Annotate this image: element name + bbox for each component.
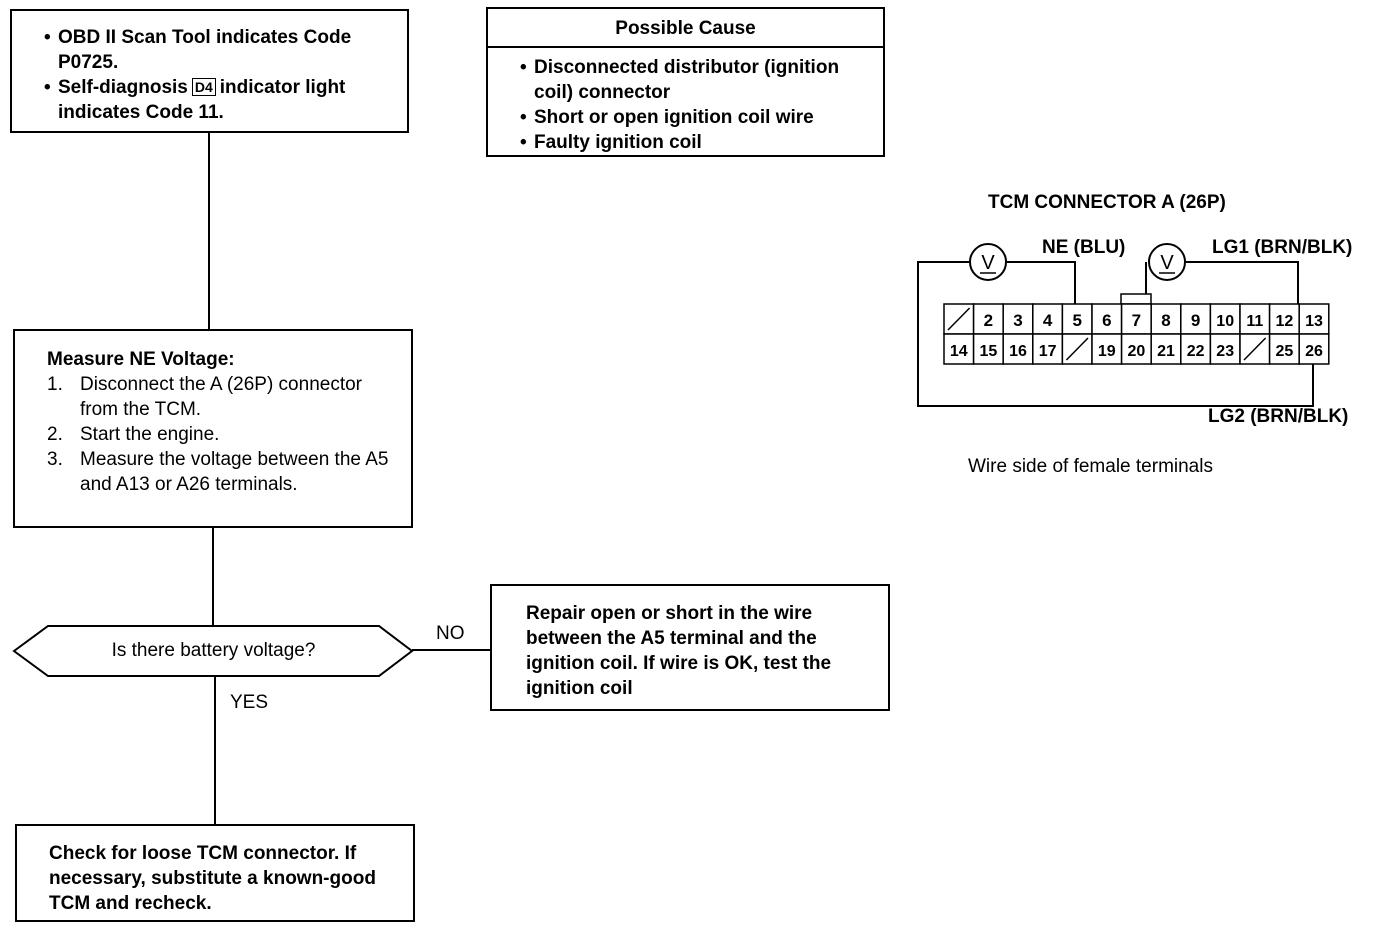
wire-lg1	[1186, 261, 1299, 304]
measure-title: Measure NE Voltage:	[47, 349, 235, 370]
connector-pin-number: 6	[1102, 311, 1111, 330]
measure-step-number: 3.	[47, 449, 63, 470]
unused-pin-slash	[947, 307, 971, 331]
connector-pin-cell: 13	[1298, 303, 1330, 335]
measure-step-text: Disconnect the A (26P) connector from th…	[80, 374, 362, 420]
connector-pin-number: 10	[1216, 313, 1234, 330]
connector-caption: Wire side of female terminals	[968, 456, 1213, 477]
connector-pin-cell: 17	[1032, 333, 1064, 365]
measure-step: 1. Disconnect the A (26P) connector from …	[47, 372, 391, 422]
possible-cause-list: Disconnected distributor (ignition coil)…	[488, 48, 883, 155]
connector-pin-number: 5	[1072, 311, 1081, 330]
connector-pin-number: 13	[1305, 313, 1323, 330]
possible-cause-title: Possible Cause	[488, 9, 883, 48]
connector-pin-cell: 21	[1150, 333, 1182, 365]
connector-pin-number: 2	[984, 311, 993, 330]
connector-pin-cell: 10	[1209, 303, 1241, 335]
connector-pin-cell: 2	[972, 303, 1004, 335]
possible-cause-item: Disconnected distributor (ignition coil)…	[518, 55, 871, 105]
connector-pin-cell: 25	[1268, 333, 1300, 365]
connector-pin-number: 19	[1098, 343, 1116, 360]
measure-ne-voltage-box: Measure NE Voltage: 1. Disconnect the A (…	[13, 329, 413, 528]
yes-label: YES	[230, 692, 269, 713]
connector-pin-number: 21	[1157, 343, 1175, 360]
start-condition-scan-tool: OBD II Scan Tool indicates Code P0725.	[42, 25, 393, 75]
connector-pin-number: 26	[1305, 343, 1323, 360]
connector-pin-cell: 16	[1002, 333, 1034, 365]
connector-pin-number: 16	[1009, 343, 1027, 360]
connector-pin-cell: 23	[1209, 333, 1241, 365]
unused-pin-slash	[1065, 337, 1089, 361]
connector-pin-number: 17	[1039, 343, 1057, 360]
wire-ne	[1007, 261, 1076, 304]
no-label: NO	[436, 623, 465, 644]
connector-pin-number: 8	[1161, 311, 1170, 330]
lg2-wire-label: LG2 (BRN/BLK)	[1208, 406, 1349, 427]
connector-pin-cell: 15	[972, 333, 1004, 365]
decision-diamond	[12, 625, 414, 677]
wire-lg2-loop	[917, 261, 1314, 407]
d4-indicator-icon: D4	[191, 78, 216, 96]
start-condition-box: OBD II Scan Tool indicates Code P0725. S…	[10, 9, 409, 133]
svg-text:V: V	[981, 252, 995, 274]
possible-cause-item: Short or open ignition coil wire	[518, 105, 871, 130]
connector-pin-number: 23	[1216, 343, 1234, 360]
connector-pin-cell	[1239, 333, 1271, 365]
voltmeter-2-icon: V	[1148, 243, 1186, 281]
connector-pin-number: 9	[1191, 311, 1200, 330]
connector-pin-number: 22	[1187, 343, 1205, 360]
connector-pin-cell: 7	[1120, 303, 1152, 335]
possible-cause-box: Possible Cause Disconnected distributor …	[486, 7, 885, 157]
measure-steps-list: 1. Disconnect the A (26P) connector from …	[47, 372, 391, 497]
measure-step-number: 1.	[47, 374, 63, 395]
measure-step-text: Start the engine.	[80, 424, 220, 445]
measure-step: 2. Start the engine.	[47, 422, 391, 447]
connector-pin-number: 15	[980, 343, 998, 360]
connector-pin-cell: 6	[1091, 303, 1123, 335]
connector-pin-cell: 5	[1061, 303, 1093, 335]
svg-text:V: V	[1160, 252, 1174, 274]
possible-cause-item: Faulty ignition coil	[518, 130, 871, 155]
connector-pin-cell: 22	[1180, 333, 1212, 365]
connector-pin-number: 7	[1132, 311, 1141, 330]
connector-title: TCM CONNECTOR A (26P)	[988, 192, 1226, 213]
connector-pin-number: 4	[1043, 311, 1053, 330]
connector-lock-tab	[1120, 293, 1152, 305]
connector-pin-cell: 3	[1002, 303, 1034, 335]
ne-wire-label: NE (BLU)	[1042, 237, 1126, 258]
connector-pin-cell: 8	[1150, 303, 1182, 335]
connector-pin-cell: 26	[1298, 333, 1330, 365]
connector-pin-cell: 12	[1268, 303, 1300, 335]
connector-pin-cell: 20	[1120, 333, 1152, 365]
measure-step: 3. Measure the voltage between the A5 and…	[47, 447, 391, 497]
repair-wire-box: Repair open or short in the wire between…	[490, 584, 890, 711]
measure-step-number: 2.	[47, 424, 63, 445]
connector-pin-cell	[943, 303, 975, 335]
connector-pin-number: 25	[1276, 343, 1294, 360]
connector-pin-number: 11	[1246, 313, 1263, 330]
connector-pin-cell: 9	[1180, 303, 1212, 335]
connector-pin-number: 12	[1276, 313, 1294, 330]
connector-pin-number: 20	[1128, 343, 1146, 360]
connector-pin-cell: 4	[1032, 303, 1064, 335]
decision-question: Is there battery voltage?	[111, 640, 316, 661]
lg1-wire-label: LG1 (BRN/BLK)	[1212, 237, 1353, 258]
check-tcm-connector-box: Check for loose TCM connector. If necess…	[15, 824, 415, 922]
connector-pin-cell: 19	[1091, 333, 1123, 365]
measure-step-text: Measure the voltage between the A5 and A…	[80, 449, 389, 495]
connector-pin-number: 14	[950, 343, 968, 360]
connector-pin-cell: 11	[1239, 303, 1271, 335]
connector-pin-number: 3	[1013, 311, 1022, 330]
connector-pin-cell	[1061, 333, 1093, 365]
unused-pin-slash	[1243, 337, 1267, 361]
voltmeter-1-icon: V	[969, 243, 1007, 281]
connector-pin-cell: 14	[943, 333, 975, 365]
